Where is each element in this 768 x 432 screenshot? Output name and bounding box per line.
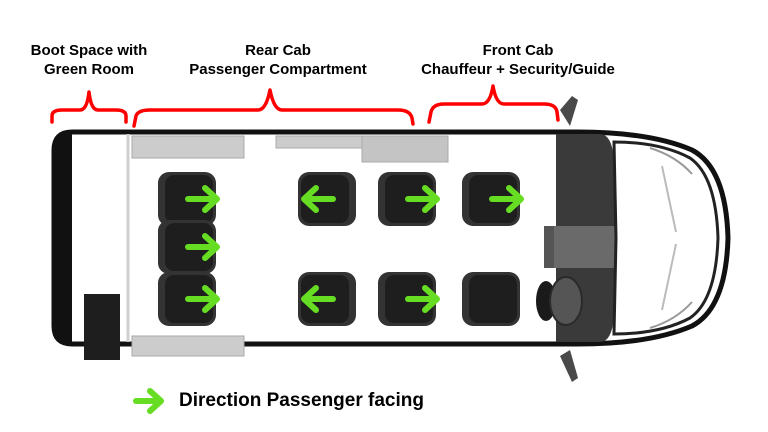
- legend: Direction Passenger facing: [133, 388, 424, 414]
- green-right-arrow-icon: [133, 388, 164, 414]
- bonnet-hood: [612, 140, 720, 336]
- seat-rear-row-middle: [158, 220, 217, 274]
- wall-fixture-bottom-left: [131, 335, 245, 357]
- seat-cab-bottom-driver: [462, 272, 520, 326]
- seat-front-rear-top: [378, 172, 437, 226]
- seat-mid-top: [298, 172, 356, 226]
- legend-label: Direction Passenger facing: [179, 390, 424, 411]
- wall-fixture-top-left: [131, 135, 245, 159]
- seat-mid-bottom: [298, 272, 356, 326]
- seat-cab-top: [462, 172, 521, 226]
- front-cab-label-line1: Front Cab: [482, 42, 554, 59]
- boot-space-label-line1: Boot Space with: [30, 42, 148, 59]
- front-cab-bracket: [427, 84, 560, 124]
- side-mirror-bottom: [560, 350, 578, 382]
- seat-front-rear-bottom: [378, 272, 437, 326]
- steering-wheel: [536, 276, 583, 326]
- front-cab-label-line2: Chauffeur + Security/Guide: [421, 61, 615, 78]
- boot-space-bracket: [50, 90, 128, 124]
- rear-cab-bracket: [132, 88, 415, 128]
- rear-cab-label-line2: Passenger Compartment: [189, 61, 367, 78]
- seat-rear-row-top: [158, 172, 217, 226]
- boot-space-label-line2: Green Room: [43, 61, 134, 78]
- boot-space-label: Boot Space with Green Room: [14, 41, 164, 79]
- wall-fixture-top-right: [275, 135, 449, 163]
- rear-cab-label: Rear Cab Passenger Compartment: [160, 41, 396, 79]
- boot-storage-block: [84, 294, 120, 360]
- front-cab-label: Front Cab Chauffeur + Security/Guide: [396, 41, 640, 79]
- side-mirror-top: [560, 96, 578, 126]
- seat-rear-row-bottom: [158, 272, 217, 326]
- rear-cab-label-line1: Rear Cab: [245, 42, 311, 59]
